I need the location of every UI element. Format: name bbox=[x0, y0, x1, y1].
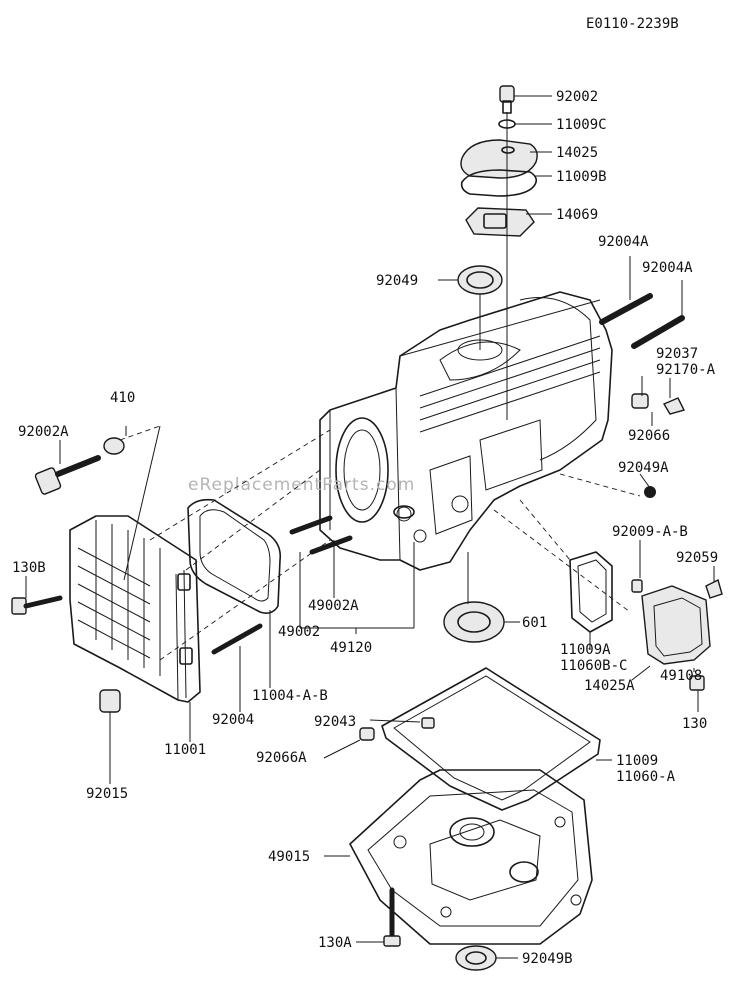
label-92066a: 92066A bbox=[256, 750, 307, 766]
fitting-92037 bbox=[662, 397, 686, 415]
label-49108: 49108 bbox=[660, 668, 702, 684]
label-11009: 11009 bbox=[616, 753, 658, 769]
dowel-pins-49002 bbox=[289, 515, 353, 555]
label-92004a-lower: 92004A bbox=[642, 260, 693, 276]
label-14025a: 14025A bbox=[584, 678, 635, 694]
label-601: 601 bbox=[522, 615, 547, 631]
label-92009ab: 92009-A-B bbox=[612, 524, 688, 540]
crankcase-cover-49015 bbox=[349, 769, 593, 945]
label-49002: 49002 bbox=[278, 624, 320, 640]
stud-92004a-upper bbox=[599, 293, 653, 325]
label-11009b: 11009B bbox=[556, 169, 607, 185]
plate-14069 bbox=[465, 207, 535, 237]
plug-92066 bbox=[631, 393, 649, 409]
label-92049b: 92049B bbox=[522, 951, 573, 967]
seal-92049b bbox=[455, 945, 497, 971]
oil-seal-601 bbox=[443, 601, 505, 643]
cover-14025a bbox=[641, 585, 711, 665]
label-49015: 49015 bbox=[268, 849, 310, 865]
label-92170a: 92170-A bbox=[656, 362, 716, 378]
label-14069: 14069 bbox=[556, 207, 598, 223]
cylinder-head-11001 bbox=[69, 515, 201, 703]
head-gasket-11004 bbox=[187, 498, 282, 614]
label-130b: 130B bbox=[12, 560, 46, 576]
washer-410 bbox=[103, 437, 125, 455]
breather-cover-14025 bbox=[460, 139, 538, 179]
label-92049: 92049 bbox=[376, 273, 418, 289]
label-14025: 14025 bbox=[556, 145, 598, 161]
label-130: 130 bbox=[682, 716, 707, 732]
bracket-92009 bbox=[631, 579, 643, 593]
bolt-130b bbox=[11, 595, 63, 615]
label-92059: 92059 bbox=[676, 550, 718, 566]
leader-lines bbox=[25, 95, 715, 959]
label-11001: 11001 bbox=[164, 742, 206, 758]
label-92043: 92043 bbox=[314, 714, 356, 730]
bolt-92002 bbox=[499, 85, 515, 114]
label-92002a: 92002A bbox=[18, 424, 69, 440]
stud-92004a-lower bbox=[631, 315, 685, 349]
label-11009c: 11009C bbox=[556, 117, 607, 133]
label-92004a-upper: 92004A bbox=[598, 234, 649, 250]
label-410: 410 bbox=[110, 390, 135, 406]
bolt-130a bbox=[383, 887, 401, 947]
oil-seal-92049 bbox=[457, 265, 503, 295]
watermark: eReplacementParts.com bbox=[188, 475, 415, 495]
part-92059 bbox=[705, 578, 723, 599]
label-49002a: 49002A bbox=[308, 598, 359, 614]
bolt-130 bbox=[689, 675, 705, 691]
bolt-92002a bbox=[34, 455, 101, 495]
label-92004: 92004 bbox=[212, 712, 254, 728]
gasket-11009 bbox=[381, 667, 601, 811]
label-92049a: 92049A bbox=[618, 460, 669, 476]
stud-92004 bbox=[211, 623, 263, 655]
plug-92066a bbox=[359, 727, 375, 741]
nut-92015 bbox=[99, 689, 121, 713]
label-49120: 49120 bbox=[330, 640, 372, 656]
label-92015: 92015 bbox=[86, 786, 128, 802]
label-92066: 92066 bbox=[628, 428, 670, 444]
label-11060bc: 11060B-C bbox=[560, 658, 627, 674]
label-11060a: 11060-A bbox=[616, 769, 676, 785]
reference-code: E0110-2239B bbox=[586, 16, 679, 32]
label-92002: 92002 bbox=[556, 89, 598, 105]
pin-92043 bbox=[421, 717, 435, 729]
gasket-11009a bbox=[569, 551, 613, 633]
label-11004ab: 11004-A-B bbox=[252, 688, 328, 704]
gasket-11009b bbox=[460, 169, 538, 197]
label-11009a: 11009A bbox=[560, 642, 611, 658]
nut-92049a bbox=[644, 486, 656, 498]
crankcase-body bbox=[319, 291, 613, 571]
label-130a: 130A bbox=[318, 935, 352, 951]
label-92037: 92037 bbox=[656, 346, 698, 362]
